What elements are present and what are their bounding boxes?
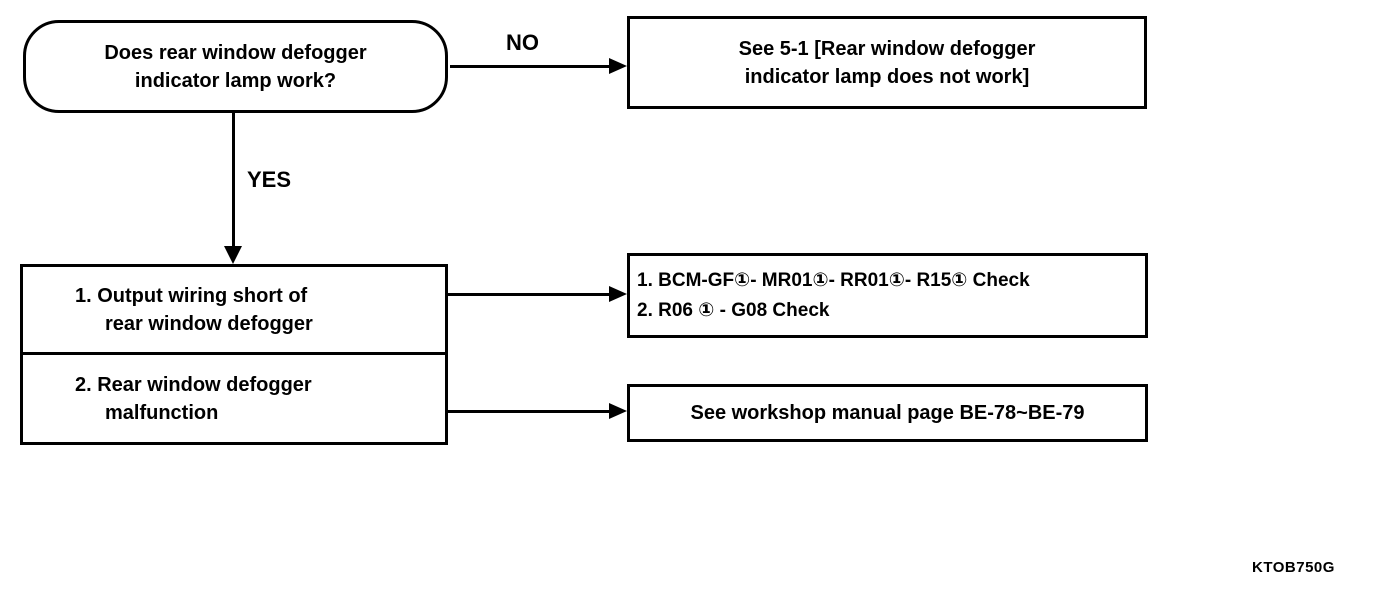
cause-1-line1: 1. Output wiring short of — [75, 284, 308, 307]
yes-arrowhead-icon — [224, 246, 242, 264]
cause2-arrow-line — [448, 410, 610, 413]
causes-node: 1. Output wiring short of rear window de… — [20, 264, 448, 445]
cause-1-line2: rear window defogger — [105, 312, 313, 335]
cause1-arrow-line — [448, 293, 610, 296]
cause-2-line1: 2. Rear window defogger — [75, 373, 312, 396]
no-arrow-line — [450, 65, 612, 68]
no-result-text-line2: indicator lamp does not work] — [744, 65, 1030, 88]
no-result-text-line1: See 5-1 [Rear window defogger — [738, 37, 1036, 60]
no-arrowhead-icon — [609, 58, 627, 74]
cause-2-line2: malfunction — [105, 401, 219, 424]
cause1-arrowhead-icon — [609, 286, 627, 302]
action-check-node: 1. BCM-GF①- MR01①- RR01①- R15① Check 2. … — [627, 253, 1148, 338]
action-manual-text: See workshop manual page BE-78~BE-79 — [690, 402, 1085, 424]
cause2-arrowhead-icon — [609, 403, 627, 419]
yes-arrow-line — [232, 112, 235, 248]
decision-text-line2: indicator lamp work? — [134, 69, 337, 92]
no-result-node: See 5-1 [Rear window defogger indicator … — [627, 16, 1147, 109]
action-check-line2: 2. R06 ① - G08 Check — [637, 299, 830, 321]
cause-1-cell: 1. Output wiring short of rear window de… — [23, 267, 445, 355]
action-manual-node: See workshop manual page BE-78~BE-79 — [627, 384, 1148, 442]
cause-2-cell: 2. Rear window defogger malfunction — [23, 355, 445, 442]
decision-text-line1: Does rear window defogger — [104, 41, 367, 64]
action-check-line1: 1. BCM-GF①- MR01①- RR01①- R15① Check — [637, 269, 1030, 291]
no-branch-label: NO — [506, 30, 539, 55]
yes-branch-label: YES — [247, 167, 292, 192]
decision-node: Does rear window defogger indicator lamp… — [23, 20, 448, 113]
figure-code: KTOB750G — [1252, 559, 1335, 576]
